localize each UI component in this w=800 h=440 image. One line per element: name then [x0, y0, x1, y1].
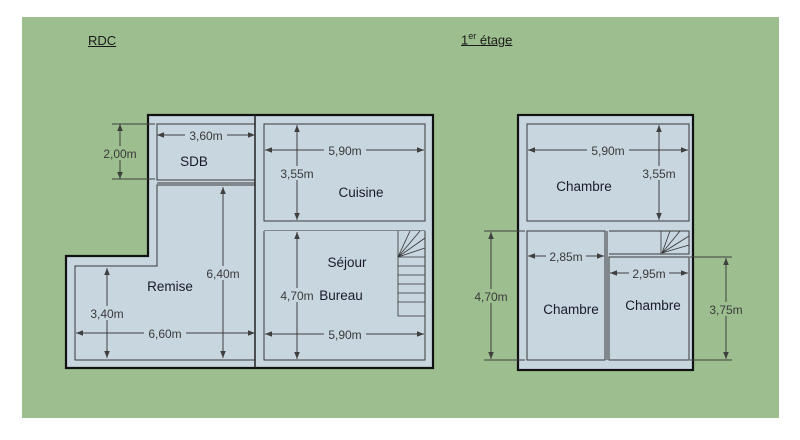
dim-top-width: 5,90m	[591, 144, 624, 158]
dim-sdb-width: 3,60m	[189, 129, 222, 143]
label-remise: Remise	[147, 279, 193, 294]
dim-remise-width: 6,60m	[148, 327, 181, 341]
dim-sejour-width: 5,90m	[328, 328, 361, 342]
dim-left-height: 4,70m	[474, 290, 507, 304]
dim-cuisine-height: 3,55m	[280, 167, 313, 181]
upper-floor-plan: 5,90m 3,55m 2,85m 2,95m 4,70m 3,75m Cham…	[469, 113, 748, 372]
upper-floor-title: 1er étage	[461, 31, 512, 47]
ground-floor-title-text: RDC	[88, 33, 117, 48]
dim-br-width: 2,95m	[632, 267, 665, 281]
dim-remise-height: 6,40m	[206, 267, 239, 281]
dim-cuisine-width: 5,90m	[328, 144, 361, 158]
stairs-icon	[397, 230, 426, 317]
label-chambre-bottom-left: Chambre	[543, 302, 599, 317]
dim-remise-left-height: 3,40m	[90, 307, 123, 321]
dim-sdb-height: 2,00m	[103, 147, 136, 161]
ground-floor-plan: 3,60m 2,00m 6,40m 3,40m 6,60m 5,90m 3,55…	[64, 113, 435, 370]
label-sejour: Séjour	[327, 255, 367, 270]
label-cuisine: Cuisine	[338, 185, 383, 200]
dim-sejour-height: 4,70m	[280, 289, 313, 303]
upper-title-sup: er	[468, 31, 477, 41]
dim-right-height: 3,75m	[709, 303, 742, 317]
dim-top-height: 3,55m	[642, 167, 675, 181]
stairs-icon	[660, 230, 690, 254]
label-bureau: Bureau	[319, 288, 363, 303]
label-chambre-top: Chambre	[556, 179, 612, 194]
room-sejour	[263, 231, 426, 361]
label-chambre-bottom-right: Chambre	[625, 298, 681, 313]
landing	[609, 230, 690, 255]
ground-floor-title: RDC	[88, 33, 116, 48]
upper-title-number: 1	[461, 32, 469, 48]
label-sdb: SDB	[180, 154, 208, 169]
upper-title-rest: étage	[476, 32, 513, 48]
dim-bl-width: 2,85m	[549, 250, 582, 264]
